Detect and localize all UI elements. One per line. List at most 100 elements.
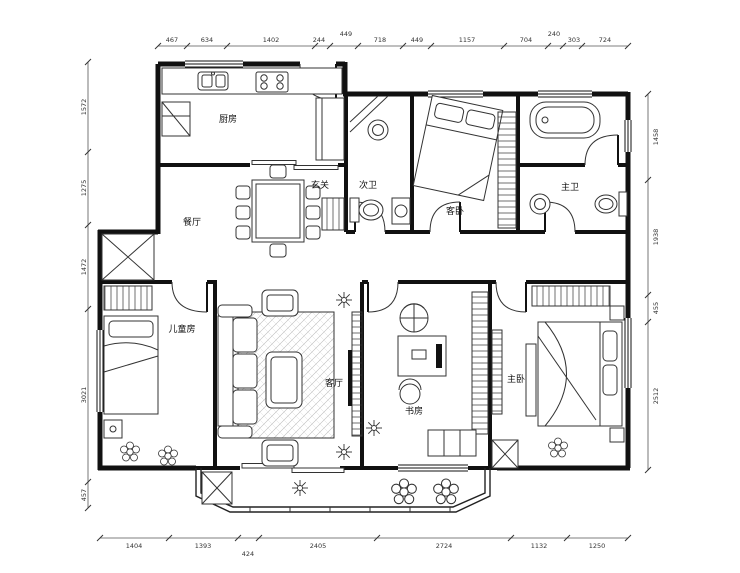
guest-bedroom: 客卧 — [412, 94, 517, 229]
plant-icon — [291, 479, 309, 497]
bathtub-icon — [529, 101, 601, 139]
living-room: 客厅 — [217, 289, 363, 467]
windows — [95, 59, 633, 472]
children-room-label: 儿童房 — [168, 323, 195, 335]
desk-chair — [398, 378, 422, 405]
dim-label: 1938 — [652, 229, 660, 246]
interior-walls — [100, 94, 628, 470]
dim-label: 1458 — [652, 129, 660, 146]
dim-label: 2724 — [436, 542, 453, 550]
plant-icon — [158, 445, 178, 466]
shaft-boxes — [101, 233, 519, 505]
armchair — [261, 289, 299, 317]
plant-icon — [365, 419, 383, 437]
children-room-door — [171, 281, 208, 313]
master-bed — [537, 321, 623, 427]
toilet-icon — [594, 191, 628, 217]
potted-plant-icon — [433, 478, 459, 505]
kitchen-sliding-door — [251, 160, 339, 170]
dimension-left: 1572 1275 1472 3021 457 — [80, 58, 92, 512]
kitchen-cabinet — [315, 97, 345, 161]
dim-label: 718 — [374, 36, 386, 44]
dim-label: 467 — [166, 36, 178, 44]
dim-label: 244 — [313, 36, 325, 44]
shaft-box — [201, 471, 233, 505]
dim-label: 1275 — [80, 180, 88, 197]
entry-area: 玄关 — [311, 179, 345, 231]
dim-label: 1132 — [531, 542, 548, 550]
coffee-table — [265, 351, 303, 409]
armchair — [261, 439, 299, 467]
right-bath-window — [623, 120, 633, 152]
tv-icon — [348, 350, 352, 406]
bath-room: 次卫 — [349, 95, 411, 225]
dim-label: 1402 — [263, 36, 280, 44]
plant-icon — [335, 443, 353, 461]
study-balcony-window — [398, 464, 468, 472]
dim-label: 457 — [80, 489, 88, 501]
guest-bedroom-label: 客卧 — [446, 205, 464, 217]
dim-label: 1404 — [126, 542, 143, 550]
master-bath-room: 主卫 — [529, 101, 628, 217]
dining-room: 餐厅 — [183, 164, 321, 258]
washing-machine-icon — [391, 197, 411, 225]
dim-label: 704 — [520, 36, 532, 44]
study-label: 书房 — [405, 405, 423, 417]
nightstand — [609, 305, 625, 321]
bed-bench — [525, 343, 537, 417]
bath-divider-door — [584, 134, 619, 166]
guest-bedroom-door — [429, 201, 461, 233]
dim-label: 449 — [340, 30, 352, 38]
nightstand — [609, 427, 625, 443]
kitchen-room: 厨房 — [161, 67, 345, 161]
master-bedroom: 主卧 — [491, 285, 625, 458]
guest-bed — [412, 94, 504, 202]
kitchen-window — [185, 59, 243, 69]
dim-label: 1572 — [80, 99, 88, 116]
tv-cabinet — [491, 329, 503, 415]
dining-chairs — [235, 164, 321, 258]
dim-label: 1157 — [459, 36, 476, 44]
dim-label: 240 — [548, 30, 560, 38]
study-door — [367, 281, 399, 313]
desk — [397, 335, 447, 377]
study-room: 书房 — [365, 291, 489, 457]
tv-wall — [351, 311, 363, 437]
dim-label: 2405 — [310, 542, 327, 550]
lounge-chair — [399, 303, 429, 333]
cabinet — [427, 429, 477, 457]
dimension-top: 467 634 1402 244 449 718 449 1157 704 24… — [154, 30, 632, 50]
toilet-icon — [349, 197, 384, 223]
plant-icon — [548, 437, 568, 458]
dim-label: 634 — [201, 36, 213, 44]
dim-label: 424 — [242, 550, 254, 558]
master-bedroom-label: 主卧 — [507, 373, 525, 385]
dim-label: 1250 — [589, 542, 606, 550]
dim-label: 303 — [568, 36, 580, 44]
sofa — [217, 304, 258, 439]
shaft-box — [491, 439, 519, 469]
master-bath-label: 主卫 — [561, 181, 579, 193]
dining-table — [251, 179, 305, 243]
guest-wardrobe — [497, 111, 517, 229]
sink-icon — [367, 119, 389, 141]
living-room-label: 客厅 — [325, 377, 343, 389]
children-bed — [103, 315, 159, 415]
dimension-bottom: 1404 1393 424 2405 2724 1132 1250 — [96, 534, 632, 558]
shoe-cabinet — [321, 197, 345, 231]
dim-label: 1393 — [195, 542, 212, 550]
entry-label: 玄关 — [311, 179, 329, 191]
dining-label: 餐厅 — [183, 216, 201, 228]
balcony-walls — [195, 468, 491, 513]
dim-label: 2512 — [652, 388, 660, 405]
kitchen-sink — [197, 71, 229, 91]
plant-icon — [120, 441, 140, 462]
children-room: 儿童房 — [103, 285, 196, 466]
sink-icon — [529, 193, 551, 215]
children-room-window — [95, 330, 105, 412]
master-wardrobe — [531, 285, 611, 307]
master-bedroom-door — [495, 281, 527, 313]
master-bath-window — [538, 89, 592, 99]
